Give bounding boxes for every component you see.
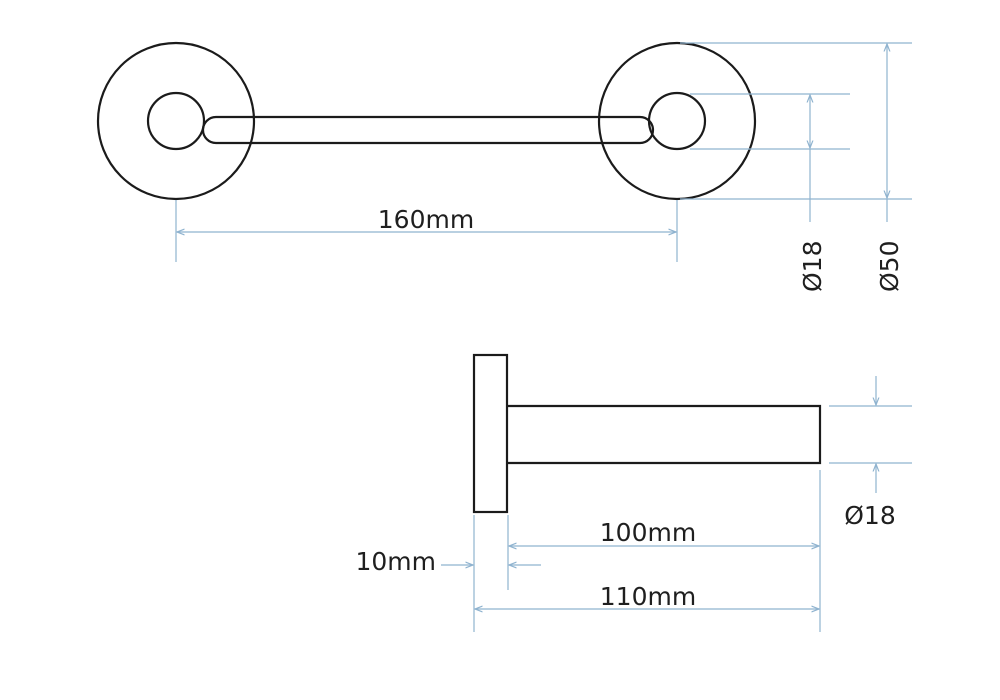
dimension-label-rod-diameter: Ø18 xyxy=(798,241,827,293)
left-rod-end xyxy=(146,91,206,151)
right-wall-plate xyxy=(597,41,757,201)
dimension-label-100mm: 100mm xyxy=(600,518,696,547)
dimension-label-10mm: 10mm xyxy=(355,547,436,576)
side-view: Ø18 100mm 110mm 10mm xyxy=(355,353,912,632)
dimension-label-plate-diameter: Ø50 xyxy=(875,241,904,293)
side-wall-plate xyxy=(472,353,509,514)
left-wall-plate xyxy=(96,41,256,201)
side-label-rod-diameter: Ø18 xyxy=(844,501,896,530)
top-view: 160mm Ø18 Ø50 xyxy=(96,41,912,293)
rod-body xyxy=(201,115,655,145)
dimension-label-160mm: 160mm xyxy=(378,205,474,234)
side-rod-body xyxy=(507,404,822,465)
right-rod-end xyxy=(647,91,707,151)
dimension-label-110mm: 110mm xyxy=(600,582,696,611)
